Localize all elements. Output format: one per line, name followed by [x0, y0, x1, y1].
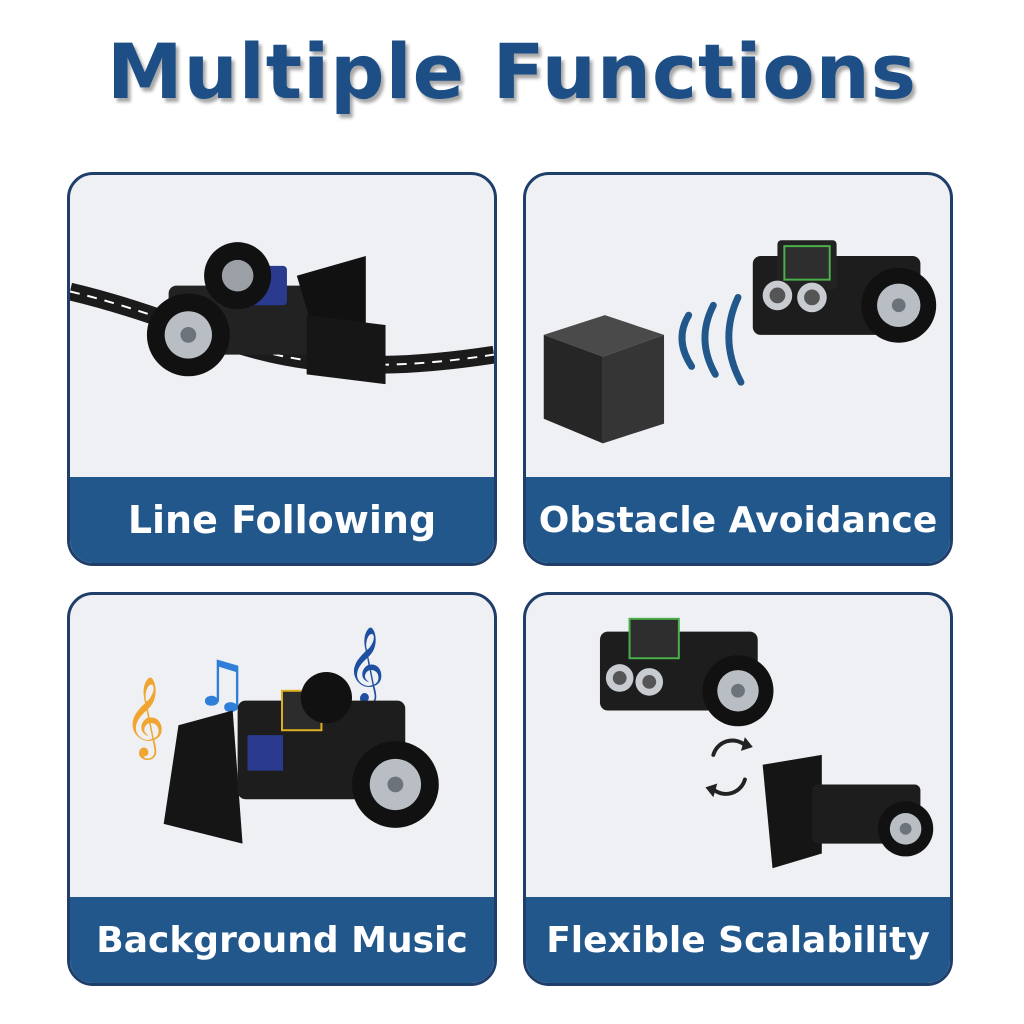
- ultrasonic-wave-icon: [678, 293, 745, 386]
- robot-car-icon: [762, 754, 934, 869]
- robot-car-icon: [752, 240, 937, 343]
- robot-car-icon: [146, 242, 386, 385]
- background-music-illustration: 𝄞 ♫ 𝄞: [124, 627, 439, 844]
- card-flexible-scalability: Flexible Scalability: [523, 592, 953, 986]
- swap-cycle-icon: [705, 737, 753, 798]
- label-bar: Flexible Scalability: [526, 897, 950, 983]
- card-background-music: 𝄞 ♫ 𝄞 Background Music: [67, 592, 497, 986]
- card-label: Line Following: [127, 498, 437, 542]
- treble-clef-icon: 𝄞: [124, 677, 165, 760]
- card-label: Obstacle Avoidance: [538, 499, 938, 541]
- treble-clef-icon: 𝄞: [346, 627, 384, 705]
- robot-car-icon: [163, 672, 439, 844]
- obstacle-avoidance-illustration: [543, 240, 937, 444]
- obstacle-cube-icon: [543, 315, 665, 444]
- flexible-scalability-illustration: [599, 617, 934, 869]
- label-bar: Background Music: [70, 897, 494, 983]
- label-bar: Obstacle Avoidance: [526, 477, 950, 563]
- robot-car-icon: [599, 617, 774, 727]
- page-title: Multiple Functions: [107, 27, 917, 116]
- label-bar: Line Following: [70, 477, 494, 563]
- card-line-following: Line Following: [67, 172, 497, 566]
- line-following-illustration: [70, 242, 494, 385]
- card-obstacle-avoidance: Obstacle Avoidance: [523, 172, 953, 566]
- card-label: Background Music: [96, 919, 468, 961]
- card-label: Flexible Scalability: [546, 919, 930, 961]
